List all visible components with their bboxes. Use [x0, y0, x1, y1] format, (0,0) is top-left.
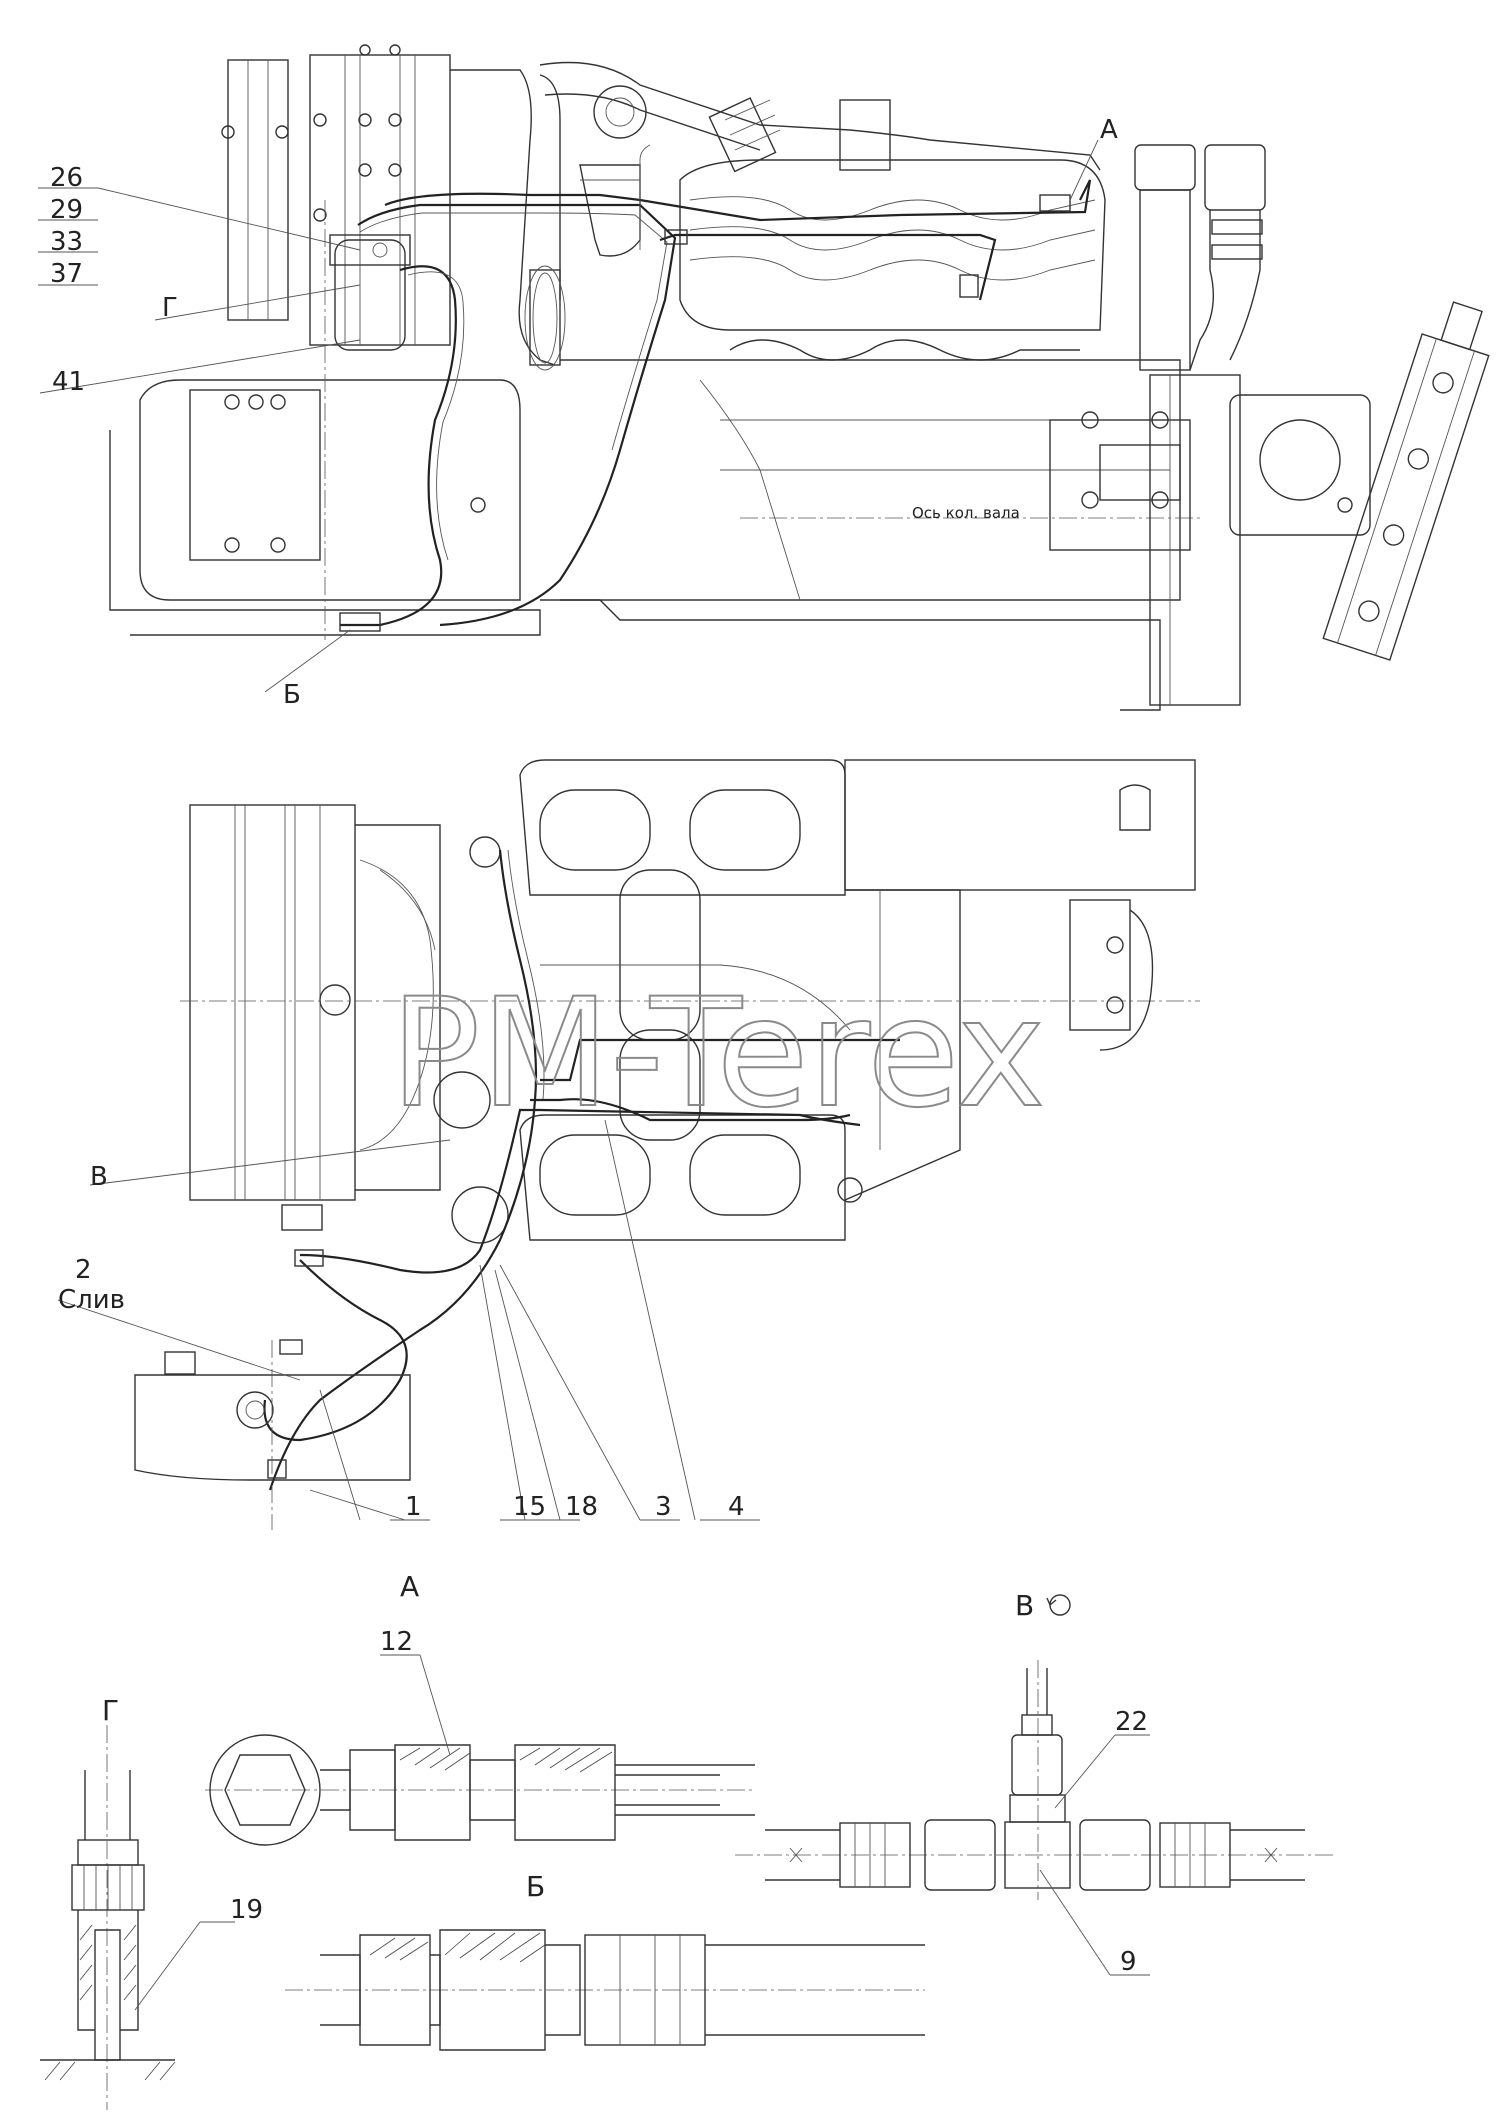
view-marker-a: А — [1100, 115, 1118, 145]
plan-view-callouts: В 2 Слив 1 15 18 3 4 — [57, 1119, 760, 1522]
detail-a-title: А — [400, 1570, 419, 1603]
drain-label: Слив — [58, 1285, 125, 1315]
crankshaft-axis-label: Ось кол. вала — [912, 504, 1020, 522]
callout-41: 41 — [52, 367, 85, 397]
callout-18: 18 — [565, 1492, 598, 1522]
callout-37: 37 — [50, 259, 83, 289]
callout-29: 29 — [50, 195, 83, 225]
callout-15: 15 — [513, 1492, 546, 1522]
top-view-callouts: 26 29 33 37 Г 41 А Б — [38, 115, 1118, 710]
fuel-tank — [134, 1374, 411, 1481]
callout-26: 26 — [50, 163, 83, 193]
callout-3: 3 — [655, 1492, 672, 1522]
view-marker-b: Б — [283, 680, 301, 710]
view-marker-v: В — [90, 1162, 108, 1192]
detail-view-a: А 12 — [205, 1570, 755, 1846]
engine-side-view: Ось кол. вала — [109, 44, 1490, 711]
detail-view-b: Б — [285, 1870, 925, 2051]
watermark: PM-Terex — [390, 967, 1045, 1141]
callout-19: 19 — [230, 1895, 263, 1925]
detail-view-g: Г 19 — [40, 1694, 263, 2110]
engine-plan-view: PM-Terex — [134, 759, 1200, 1530]
detail-b-title: Б — [526, 1870, 545, 1903]
callout-2: 2 — [75, 1255, 92, 1285]
detail-v-title: В — [1015, 1589, 1034, 1622]
detail-g-title: Г — [102, 1694, 119, 1727]
callout-9: 9 — [1120, 1947, 1137, 1977]
fine-fuel-filter — [334, 239, 406, 351]
callout-1: 1 — [405, 1492, 422, 1522]
rotation-arrow-icon — [1046, 1594, 1071, 1616]
callout-4: 4 — [728, 1492, 745, 1522]
callout-12: 12 — [380, 1627, 413, 1657]
view-marker-g: Г — [162, 293, 178, 323]
detail-view-v: В 22 9 — [735, 1589, 1335, 1977]
callout-33: 33 — [50, 227, 83, 257]
callout-22: 22 — [1115, 1707, 1148, 1737]
